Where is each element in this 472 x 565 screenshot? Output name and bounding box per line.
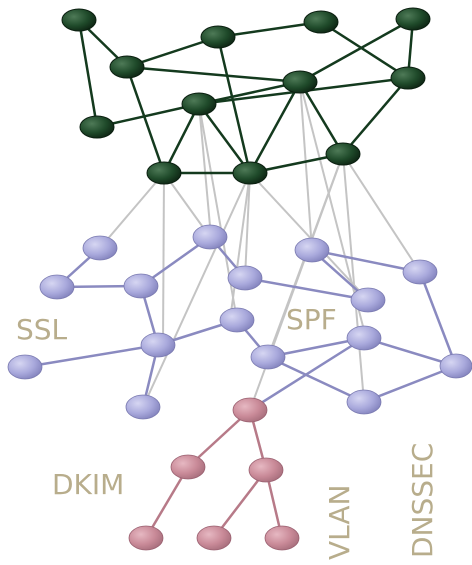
network-node — [140, 332, 176, 358]
network-node — [346, 389, 382, 415]
middle-layer-nodes — [7, 224, 472, 420]
network-node — [192, 224, 228, 250]
network-node — [346, 325, 382, 351]
network-node — [219, 307, 255, 333]
network-node — [181, 92, 217, 116]
network-node — [402, 259, 438, 285]
network-node — [325, 142, 361, 166]
network-node — [170, 454, 206, 480]
network-node — [232, 397, 268, 423]
bottom-layer-nodes — [128, 397, 300, 551]
network-node — [7, 354, 43, 380]
network-node — [109, 55, 145, 79]
network-node — [82, 235, 118, 261]
network-node — [248, 457, 284, 483]
network-node — [390, 66, 426, 90]
top-layer-nodes — [61, 7, 431, 185]
network-node — [250, 344, 286, 370]
network-node — [146, 161, 182, 185]
label-dnssec: DNSSEC — [406, 443, 439, 558]
network-node — [303, 10, 339, 34]
network-node — [227, 265, 263, 291]
label-dkim: DKIM — [52, 468, 124, 501]
network-node — [39, 274, 75, 300]
network-node — [232, 161, 268, 185]
network-node — [128, 525, 164, 551]
label-ssl: SSL — [16, 313, 68, 346]
network-node — [79, 115, 115, 139]
network-node — [395, 7, 431, 31]
network-node — [123, 273, 159, 299]
network-node — [196, 525, 232, 551]
label-vlan: VLAN — [323, 485, 356, 561]
network-node — [125, 394, 161, 420]
network-node — [294, 237, 330, 263]
network-node — [61, 8, 97, 32]
network-node — [282, 70, 318, 94]
label-spf: SPF — [286, 303, 337, 336]
network-node — [350, 287, 386, 313]
network-node — [264, 525, 300, 551]
network-node — [439, 353, 472, 379]
top-layer-edges — [77, 17, 415, 175]
network-node — [200, 25, 236, 49]
